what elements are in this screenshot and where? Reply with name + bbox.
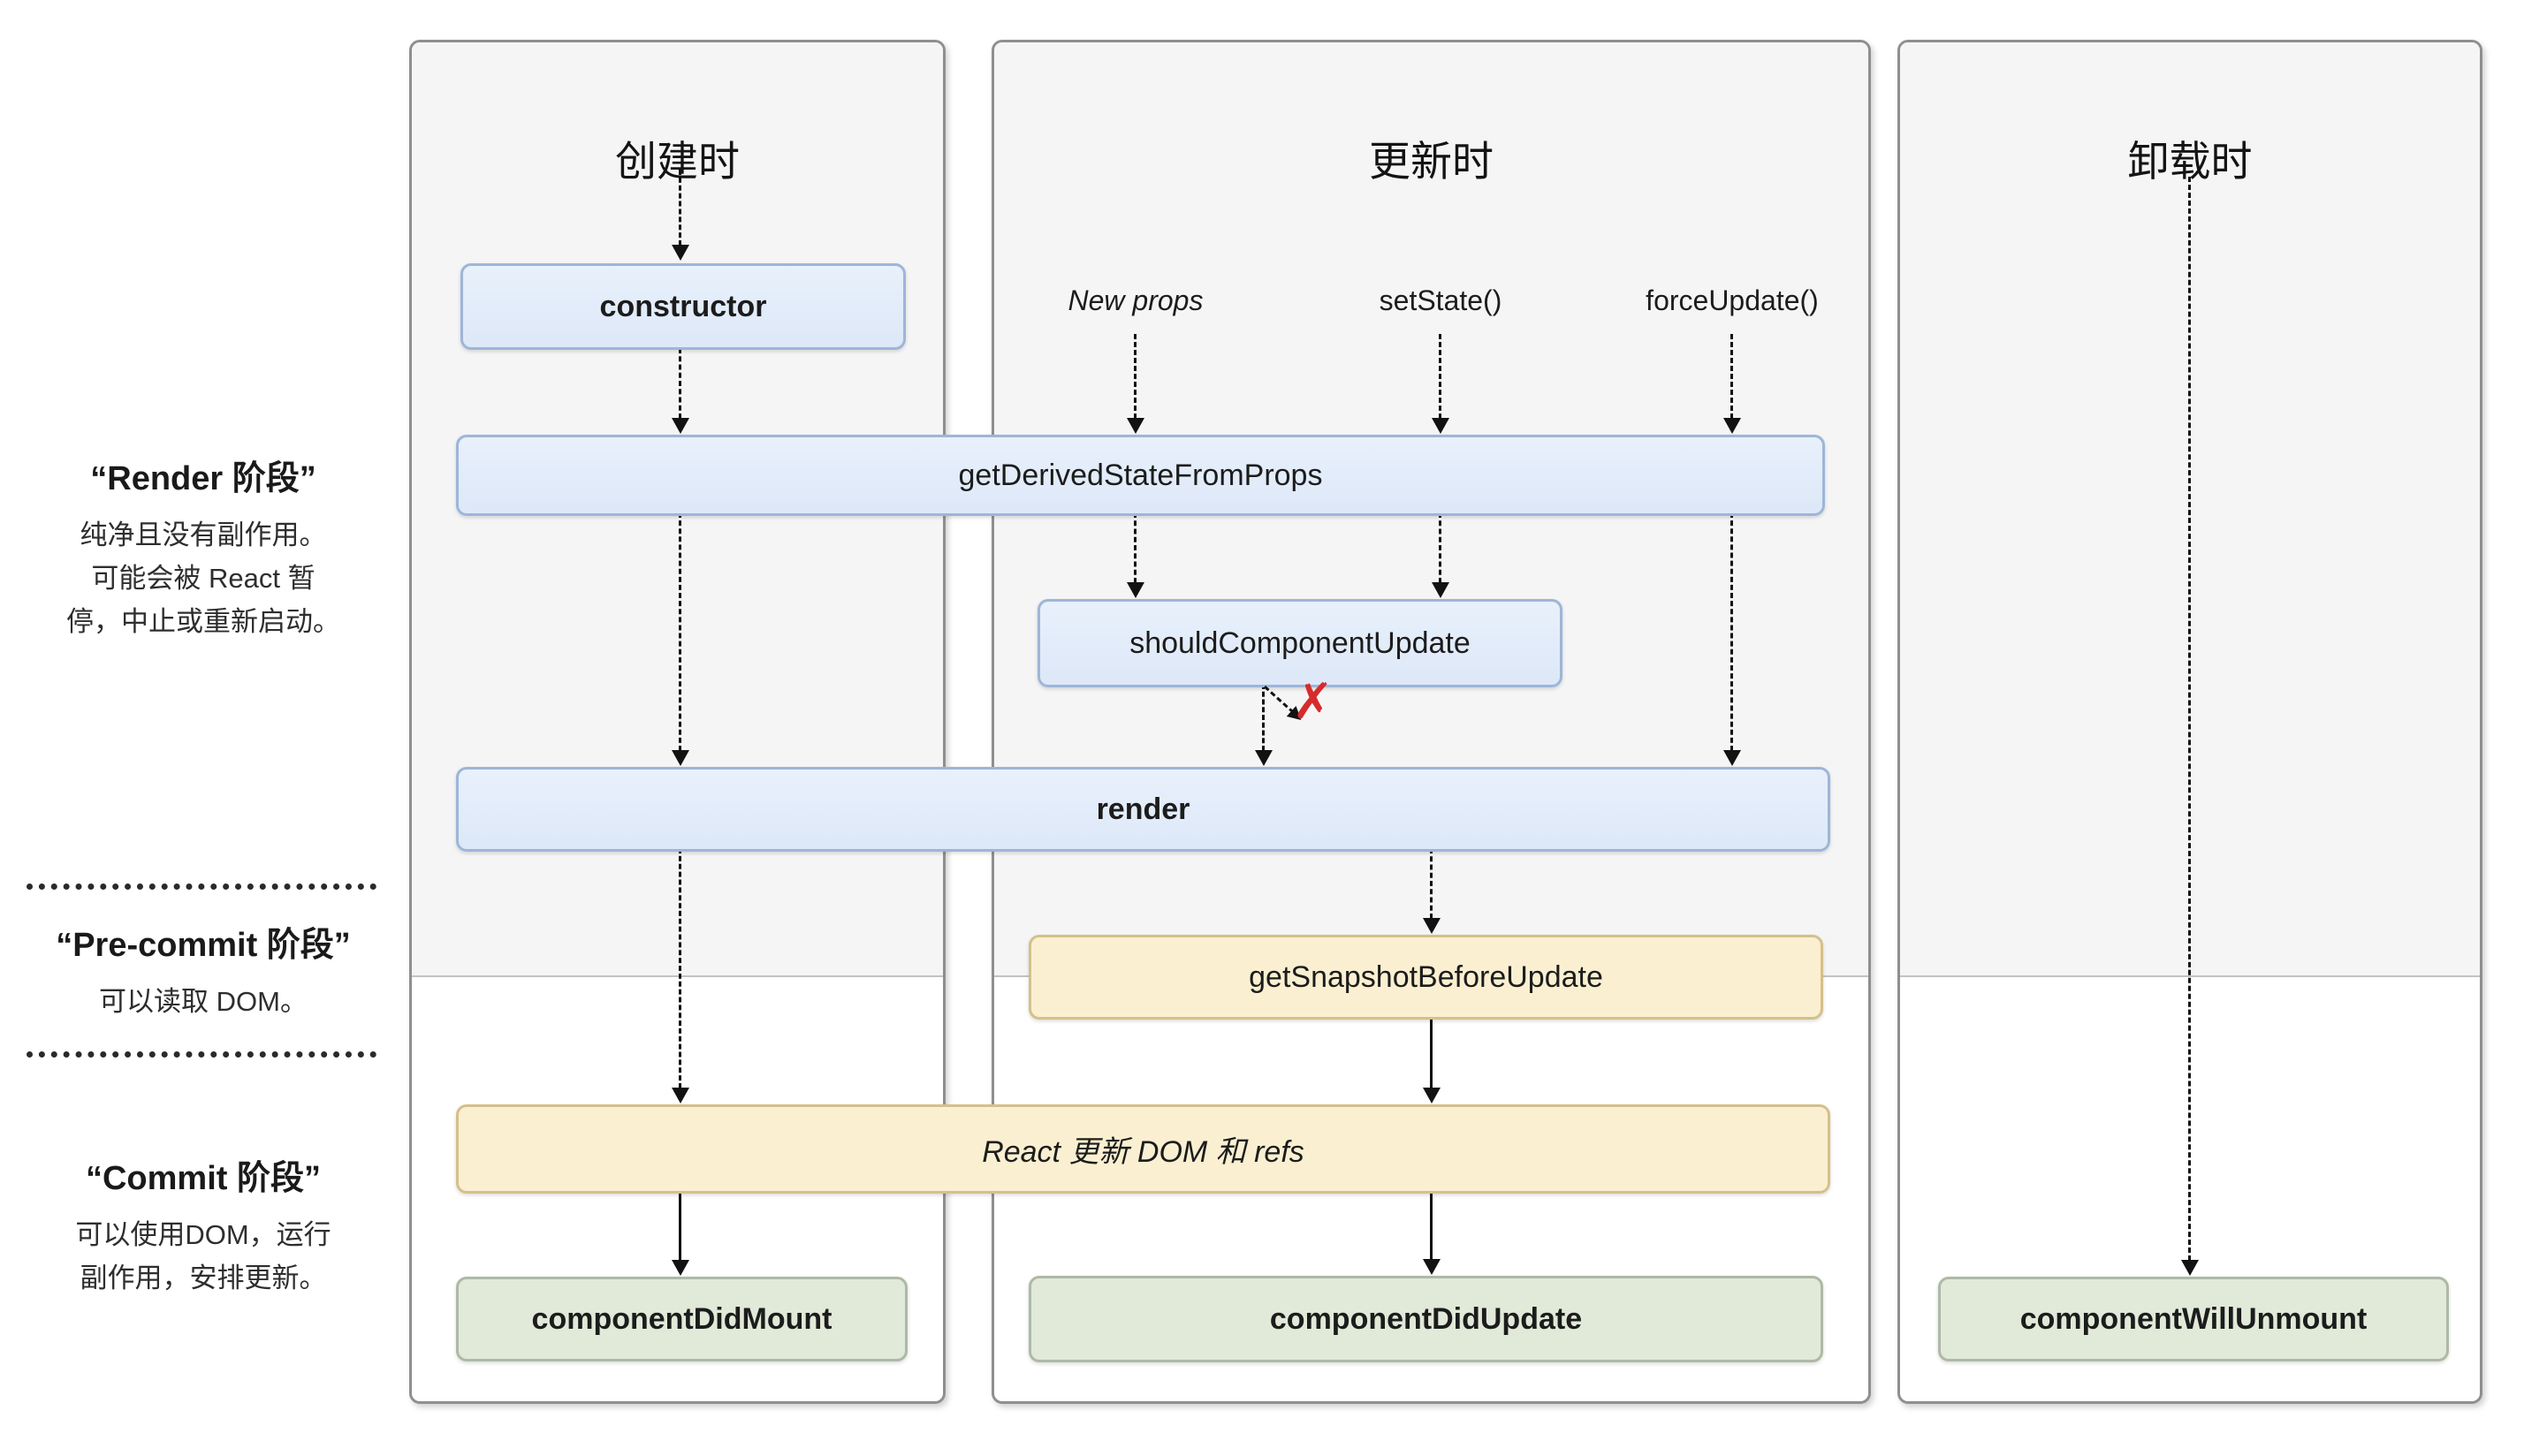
arrow-set-state-to-gdsfp-icon	[1432, 334, 1449, 434]
node-component-will-unmount: componentWillUnmount	[1938, 1277, 2449, 1361]
arrow-gdsfp-to-scu-icon	[1127, 512, 1144, 598]
node-should-component-update: shouldComponentUpdate	[1038, 599, 1562, 687]
arrowhead-icon	[672, 418, 689, 434]
arrowhead-icon	[672, 245, 689, 261]
arrow-render-to-react-updates-icon	[672, 848, 689, 1103]
arrowhead-icon	[672, 1088, 689, 1103]
arrow-react-updates-to-did-update-icon	[1423, 1190, 1441, 1275]
commit-phase-label: “Commit 阶段” 可以使用DOM，运行 副作用，安排更新。	[16, 1150, 391, 1300]
arrow-constructor-to-gdsfp-icon	[672, 348, 689, 434]
arrow-snapshot-to-react-updates-icon	[1423, 1015, 1441, 1103]
render-phase-desc-line: 停，中止或重新启动。	[66, 606, 340, 637]
node-render: render	[456, 767, 1830, 852]
arrow-unmount-to-will-unmount-icon	[2181, 177, 2199, 1276]
arrow-react-updates-to-did-mount-icon	[672, 1190, 689, 1276]
column-updating-title: 更新时	[1369, 138, 1494, 185]
trigger-force-update: forceUpdate()	[1646, 284, 1819, 316]
pre-commit-phase-desc-line: 可以读取 DOM。	[99, 986, 308, 1017]
arrow-render-to-snapshot-icon	[1423, 848, 1441, 934]
render-phase-label: “Render 阶段” 纯净且没有副作用。 可能会被 React 暂 停，中止或…	[16, 451, 391, 643]
arrowhead-icon	[1432, 418, 1449, 434]
commit-phase-title: “Commit 阶段”	[85, 1160, 321, 1197]
render-phase-desc-line: 可能会被 React 暂	[91, 563, 316, 594]
node-react-updates-dom: React 更新 DOM 和 refs	[456, 1104, 1830, 1194]
commit-phase-desc-line: 可以使用DOM，运行	[75, 1219, 331, 1250]
arrow-mount-start-icon	[672, 170, 689, 261]
phase-divider	[27, 1051, 376, 1058]
arrowhead-icon	[1432, 582, 1449, 598]
arrowhead-icon	[2181, 1260, 2199, 1276]
arrowhead-icon	[1127, 418, 1144, 434]
node-get-derived-state-from-props: getDerivedStateFromProps	[456, 435, 1825, 516]
column-mounting-title: 创建时	[615, 138, 740, 185]
arrow-force-update-to-gdsfp-icon	[1723, 334, 1741, 434]
commit-phase-desc-line: 副作用，安排更新。	[80, 1263, 327, 1293]
pre-commit-phase-label: “Pre-commit 阶段” 可以读取 DOM。	[16, 917, 391, 1023]
trigger-set-state: setState()	[1379, 284, 1502, 316]
phase-divider	[27, 883, 376, 890]
arrowhead-icon	[1423, 918, 1441, 934]
arrowhead-icon	[1423, 1259, 1441, 1275]
arrow-gdsfp-to-scu-icon	[1432, 512, 1449, 598]
arrowhead-icon	[1723, 750, 1741, 766]
arrowhead-icon	[672, 750, 689, 766]
arrow-gdsfp-to-render-icon	[672, 512, 689, 766]
arrow-new-props-to-gdsfp-icon	[1127, 334, 1144, 434]
node-constructor: constructor	[460, 263, 906, 350]
trigger-new-props: New props	[1068, 284, 1204, 316]
arrowhead-icon	[672, 1260, 689, 1276]
pre-commit-phase-title: “Pre-commit 阶段”	[56, 927, 351, 964]
node-get-snapshot-before-update: getSnapshotBeforeUpdate	[1029, 935, 1823, 1020]
reject-cross-icon: ✗	[1292, 673, 1334, 729]
arrowhead-icon	[1255, 750, 1273, 766]
render-phase-desc-line: 纯净且没有副作用。	[80, 519, 327, 550]
arrowhead-icon	[1723, 418, 1741, 434]
arrowhead-icon	[1423, 1088, 1441, 1103]
node-component-did-update: componentDidUpdate	[1029, 1276, 1823, 1362]
arrowhead-icon	[1127, 582, 1144, 598]
arrow-scu-to-render-icon	[1255, 684, 1273, 766]
arrow-force-update-to-render-icon	[1723, 512, 1741, 766]
node-component-did-mount: componentDidMount	[456, 1277, 908, 1361]
render-phase-title: “Render 阶段”	[90, 460, 316, 497]
